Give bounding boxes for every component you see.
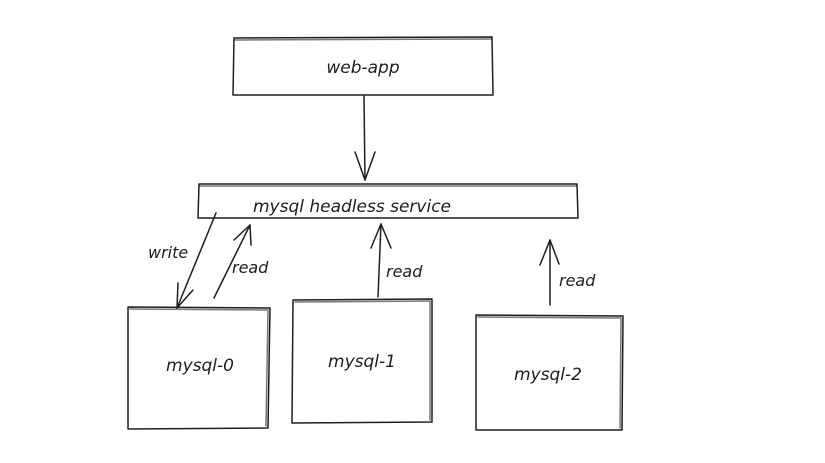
mysql-2-label: mysql-2 [514,365,582,385]
read-label-mysql-0: read [232,258,269,277]
mysql-1-node: mysql-1 [291,298,433,424]
mysql-headless-service-label: mysql headless service [253,197,451,217]
mysql-0-label: mysql-0 [166,356,234,376]
web-app-label: web-app [326,58,399,78]
read-label-mysql-1: read [386,262,423,281]
mysql-0-node: mysql-0 [127,306,271,430]
mysql-1-label: mysql-1 [328,352,396,372]
read-label-mysql-2: read [559,271,596,290]
read-arrow-mysql-1: read [370,223,423,298]
web-app-node: web-app [232,36,494,96]
read-arrow-mysql-2: read [539,239,596,306]
write-label: write [148,243,188,262]
write-arrow: write [148,212,217,309]
mysql-headless-service-node: mysql headless service [197,183,579,219]
mysql-2-node: mysql-2 [475,314,624,431]
read-arrow-mysql-0: read [213,224,269,299]
arrow-webapp-to-service [354,95,376,181]
